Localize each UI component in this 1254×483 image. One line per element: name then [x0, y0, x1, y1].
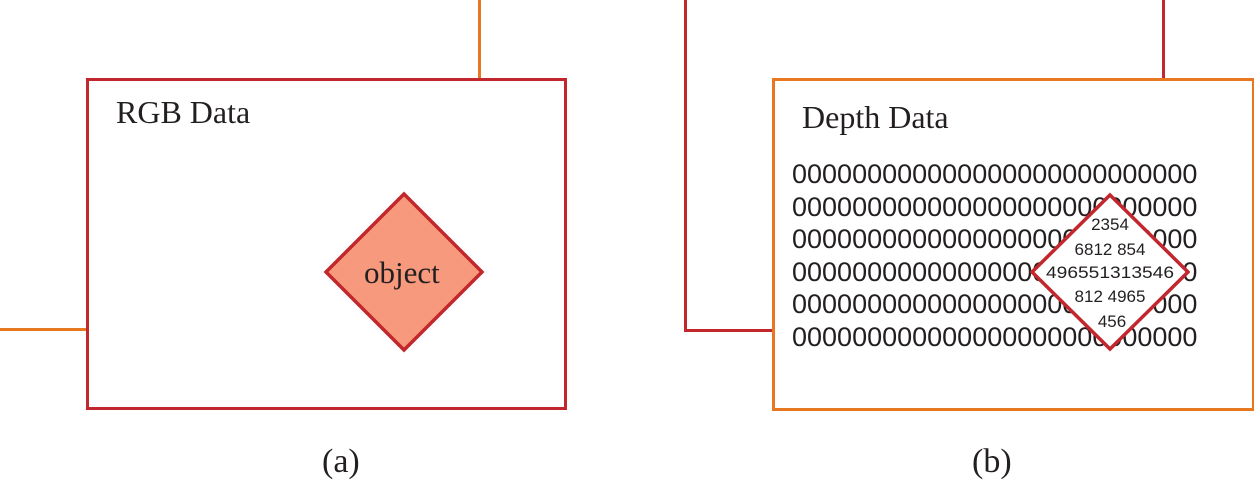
- rgb-data-frame: [86, 78, 567, 410]
- caption-b: (b): [972, 443, 1012, 480]
- depth-object-value: 812 4965: [1075, 287, 1146, 306]
- depth-object-value: 456: [1098, 312, 1126, 331]
- rgb-data-title: RGB Data: [116, 94, 251, 130]
- caption-a: (a): [322, 443, 360, 480]
- depth-object-value: 496551313546: [1046, 263, 1174, 282]
- depth-object-value: 6812 854: [1075, 240, 1146, 259]
- depth-row: 000000000000000000000000000: [792, 159, 1198, 189]
- object-label: object: [364, 255, 440, 290]
- depth-object-diamond-shape: [1029, 192, 1191, 352]
- object-diamond-shape: [323, 191, 485, 353]
- depth-data-title: Depth Data: [802, 99, 949, 135]
- depth-object-value: 2354: [1091, 215, 1129, 234]
- depth-data-frame: [772, 78, 1254, 411]
